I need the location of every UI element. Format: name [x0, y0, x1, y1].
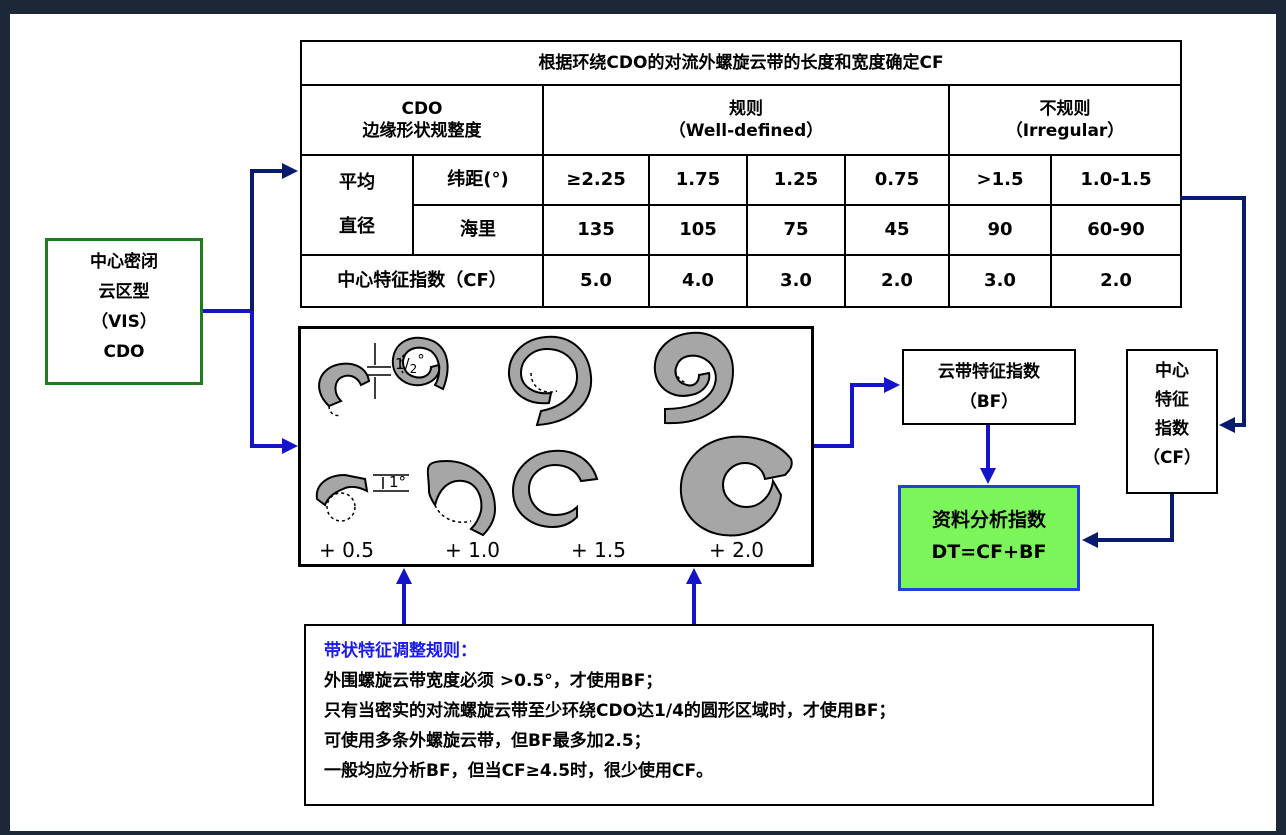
nm-value: 45 — [844, 204, 950, 256]
lat-value: 1.0-1.5 — [1049, 154, 1183, 206]
regular-line2: （Well-defined） — [668, 121, 824, 141]
arrow-cdo-to-table — [250, 163, 298, 311]
band-arc-small — [318, 362, 371, 408]
band-ring-c — [511, 449, 599, 529]
lat-label: 纬距(°) — [412, 154, 544, 206]
rules-title: 带状特征调整规则： — [324, 641, 477, 661]
cdo-type-box: 中心密闭 云区型 （VIS） CDO — [45, 238, 203, 385]
cdo-line3: （VIS） — [91, 312, 157, 332]
banding-rules-box: 带状特征调整规则： 外围螺旋云带宽度必须 >0.5°，才使用BF； 只有当密实的… — [304, 624, 1154, 806]
cdo-line1: 中心密闭 — [90, 252, 158, 272]
band-spiral-1 — [391, 336, 449, 391]
rule-line: 可使用多条外螺旋云带，但BF最多加2.5； — [324, 731, 651, 751]
banding-figure-svg: 1/2° 1° + 0.5 + 1.0 + 1.5 + 2.0 — [315, 331, 793, 562]
lat-value: ≥2.25 — [542, 154, 650, 206]
cdo-shape-header: CDO 边缘形状规整度 — [300, 84, 544, 156]
arrow-cf-to-dt — [1082, 494, 1174, 548]
lat-value: 1.25 — [746, 154, 846, 206]
band-crescent-small — [315, 473, 369, 507]
nm-value: 60-90 — [1049, 204, 1183, 256]
irregular-line1: 不规则 — [1039, 99, 1091, 119]
one-degree-label: 1° — [389, 473, 406, 491]
dt-box: 资料分析指数 DT=CF+BF — [898, 485, 1080, 591]
bf-line2: （BF） — [959, 392, 1019, 412]
band-ring-full — [679, 435, 793, 537]
half-deg-num: 1/ — [395, 355, 411, 373]
bf-line1: 云带特征指数 — [938, 362, 1040, 382]
bf-box: 云带特征指数 （BF） — [902, 349, 1076, 425]
dt-line1: 资料分析指数 — [931, 509, 1046, 531]
cf-line4: （CF） — [1142, 448, 1202, 468]
bf-label-3: + 2.0 — [709, 538, 764, 562]
nm-value: 90 — [948, 204, 1052, 256]
nm-value: 105 — [648, 204, 748, 256]
nm-value: 135 — [542, 204, 650, 256]
cf-value: 2.0 — [1049, 254, 1183, 308]
cf-value: 5.0 — [542, 254, 650, 308]
cdo-line2: 云区型 — [98, 282, 150, 302]
arrow-table-to-cf — [1180, 196, 1246, 433]
bf-label-0: + 0.5 — [319, 538, 374, 562]
cf-box: 中心 特征 指数 （CF） — [1126, 349, 1218, 494]
cf-value: 3.0 — [746, 254, 846, 308]
regular-header: 规则 （Well-defined） — [542, 84, 950, 156]
dt-line2: DT=CF+BF — [931, 541, 1047, 563]
lat-value: 1.75 — [648, 154, 748, 206]
rule-line: 外围螺旋云带宽度必须 >0.5°，才使用BF； — [324, 671, 663, 691]
regular-line1: 规则 — [729, 99, 763, 119]
cf-line2: 特征 — [1155, 390, 1189, 410]
nm-label: 海里 — [412, 204, 544, 256]
half-deg-mark: ° — [417, 351, 425, 369]
cdo-line4: CDO — [103, 342, 145, 362]
cf-label: 中心特征指数（CF） — [300, 254, 544, 308]
banding-figure: 1/2° 1° + 0.5 + 1.0 + 1.5 + 2.0 — [298, 326, 814, 567]
arrow-figure-to-bf — [814, 377, 900, 448]
cf-table: 根据环绕CDO的对流外螺旋云带的长度和宽度确定CF CDO 边缘形状规整度 规则… — [299, 40, 1183, 308]
cf-value: 4.0 — [648, 254, 748, 308]
cf-value: 2.0 — [844, 254, 950, 308]
band-spiral-2 — [507, 335, 593, 427]
irregular-header: 不规则 （Irregular） — [947, 84, 1183, 156]
cf-line1: 中心 — [1155, 361, 1189, 381]
table-title: 根据环绕CDO的对流外螺旋云带的长度和宽度确定CF — [299, 40, 1183, 86]
cdo-header-line1: CDO — [401, 99, 443, 119]
half-degree-label: 1/2° — [395, 351, 425, 376]
bf-label-1: + 1.0 — [445, 538, 500, 562]
band-spiral-3 — [653, 331, 735, 425]
nm-value: 75 — [746, 204, 846, 256]
rule-line: 一般均应分析BF，但当CF≥4.5时，很少使用CF。 — [324, 761, 714, 781]
half-deg-sub: 2 — [410, 362, 418, 376]
cf-line3: 指数 — [1155, 419, 1189, 439]
rule-line: 只有当密实的对流螺旋云带至少环绕CDO达1/4的圆形区域时，才使用BF； — [324, 701, 896, 721]
arrow-cdo-to-figure — [250, 311, 298, 454]
bf-label-2: + 1.5 — [571, 538, 626, 562]
irregular-line2: （Irregular） — [1005, 121, 1125, 141]
avg-diameter-line2: 直径 — [339, 216, 375, 237]
lat-value: >1.5 — [948, 154, 1052, 206]
cdo-header-line2: 边缘形状规整度 — [362, 121, 482, 141]
cf-value: 3.0 — [948, 254, 1052, 308]
band-crescent-1 — [426, 459, 497, 537]
avg-diameter-label: 平均 直径 — [300, 154, 414, 256]
avg-diameter-line1: 平均 — [339, 172, 375, 193]
lat-value: 0.75 — [844, 154, 950, 206]
